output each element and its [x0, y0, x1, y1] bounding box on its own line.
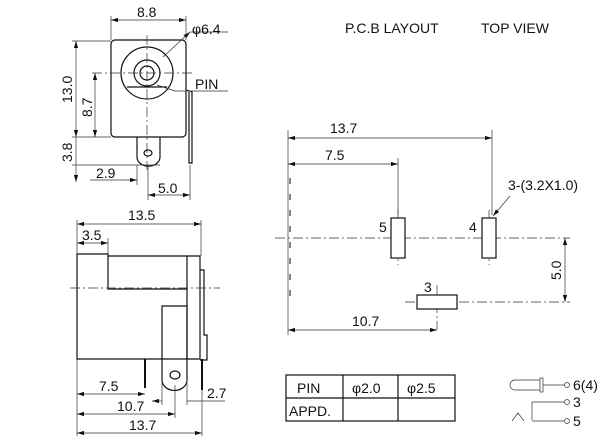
pad-spec: 3-(3.2X1.0) [508, 177, 578, 193]
dim-pin-thickness: 2.7 [207, 385, 227, 401]
dim-diameter: φ6.4 [192, 21, 221, 37]
pad-4 [481, 217, 497, 259]
jack-body-outline [110, 39, 187, 138]
pcb-title: P.C.B LAYOUT [345, 20, 439, 36]
schematic-label-3: 3 [573, 394, 581, 410]
plug-symbol [509, 379, 540, 391]
pad5-label: 5 [379, 219, 387, 235]
dim-pin2: 10.7 [117, 398, 144, 414]
table-header-pin: PIN [297, 380, 320, 396]
side-tab [161, 305, 188, 392]
dim-tab: 3.8 [59, 142, 75, 162]
schematic-symbol: 6(4) 3 5 [509, 377, 598, 429]
pin-table: PIN φ2.0 φ2.5 APPD. [285, 374, 456, 422]
dim-length: 13.5 [128, 207, 155, 223]
side-pin [186, 89, 193, 164]
dim-center-height: 8.7 [79, 97, 95, 117]
dim-front: 3.5 [82, 227, 102, 243]
dim-tab-offset: 2.9 [96, 165, 116, 181]
pcb-layout: P.C.B LAYOUT TOP VIEW 5 4 3 3-(3.2X1.0) … [275, 20, 578, 335]
pad-3 [416, 294, 458, 310]
top-view: 8.8 φ6.4 PIN 13.0 8.7 3.8 2.9 5.0 [59, 4, 228, 200]
pcb-subtitle: TOP VIEW [481, 20, 550, 36]
table-header-d25: φ2.5 [407, 380, 436, 396]
dim-overall-pcb: 13.7 [330, 120, 357, 136]
dim-pad3: 10.7 [352, 313, 379, 329]
pad4-label: 4 [469, 219, 477, 235]
dim-overall: 13.7 [129, 417, 156, 433]
schematic-label-6-4: 6(4) [573, 377, 598, 393]
dim-width: 8.8 [137, 4, 157, 20]
pad3-label: 3 [424, 279, 432, 295]
pin-label: PIN [195, 76, 218, 92]
bottom-tab [136, 137, 161, 167]
dim-vertical: 5.0 [548, 260, 564, 280]
table-row-appd: APPD. [289, 403, 331, 419]
dim-pin1: 7.5 [99, 378, 119, 394]
dim-height: 13.0 [59, 76, 75, 103]
schematic-label-5: 5 [573, 413, 581, 429]
dim-pin-offset: 5.0 [158, 180, 178, 196]
pad-5 [390, 217, 406, 259]
dim-pad5: 7.5 [325, 147, 345, 163]
table-header-d20: φ2.0 [352, 380, 381, 396]
side-view: 13.5 3.5 7.5 10.7 13.7 2.7 [70, 207, 227, 436]
